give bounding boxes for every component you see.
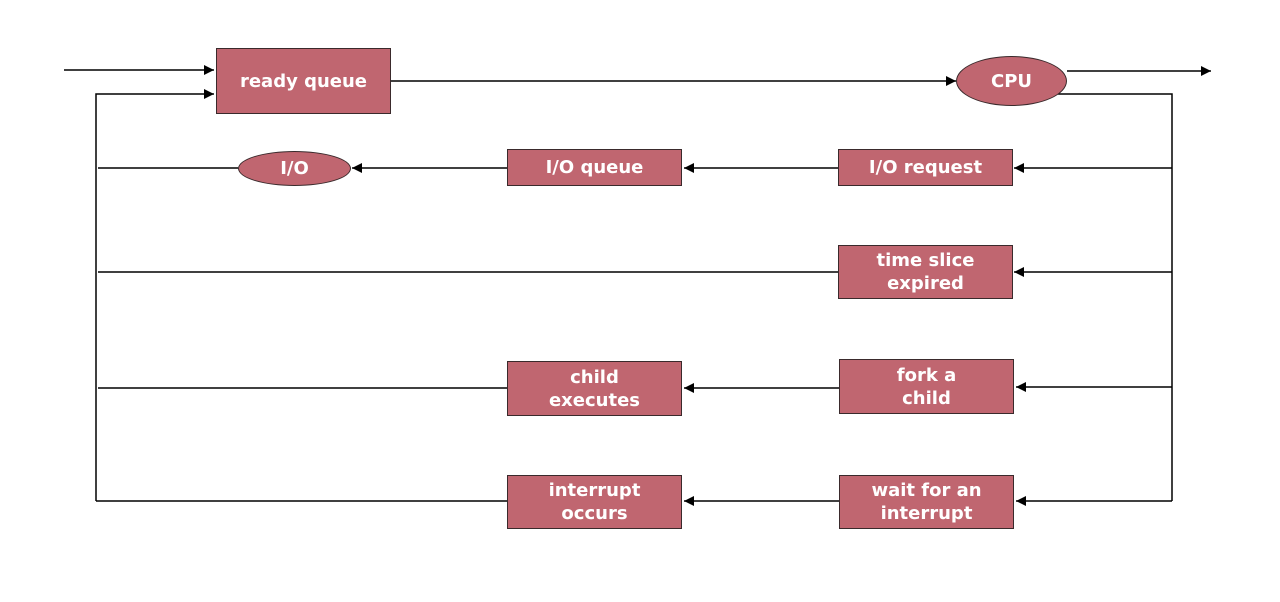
child-executes-label: child executes [548, 366, 641, 411]
time-slice-box: time slice expired [838, 245, 1013, 299]
left-bus-line [95, 89, 214, 501]
io-device-node: I/O [238, 151, 351, 186]
cpu-label: CPU [990, 70, 1033, 92]
ready-queue-label: ready queue [239, 70, 368, 92]
wait-interrupt-label: wait for an interrupt [871, 480, 982, 524]
io-queue-box: I/O queue [507, 149, 682, 186]
io-request-label: I/O request [868, 157, 983, 178]
fork-child-label: fork a child [896, 364, 957, 409]
ready-queue-box: ready queue [216, 48, 391, 114]
fork-child-box: fork a child [839, 359, 1014, 414]
io-request-box: I/O request [838, 149, 1013, 186]
wait-interrupt-box: wait for an interrupt [839, 475, 1014, 529]
right-bus-line [1058, 93, 1173, 501]
child-executes-box: child executes [507, 361, 682, 416]
interrupt-occurs-box: interrupt occurs [507, 475, 682, 529]
interrupt-occurs-label: interrupt occurs [548, 480, 641, 524]
io-queue-label: I/O queue [545, 157, 644, 178]
time-slice-label: time slice expired [876, 250, 975, 294]
io-device-label: I/O [280, 158, 309, 179]
cpu-node: CPU [956, 56, 1067, 106]
